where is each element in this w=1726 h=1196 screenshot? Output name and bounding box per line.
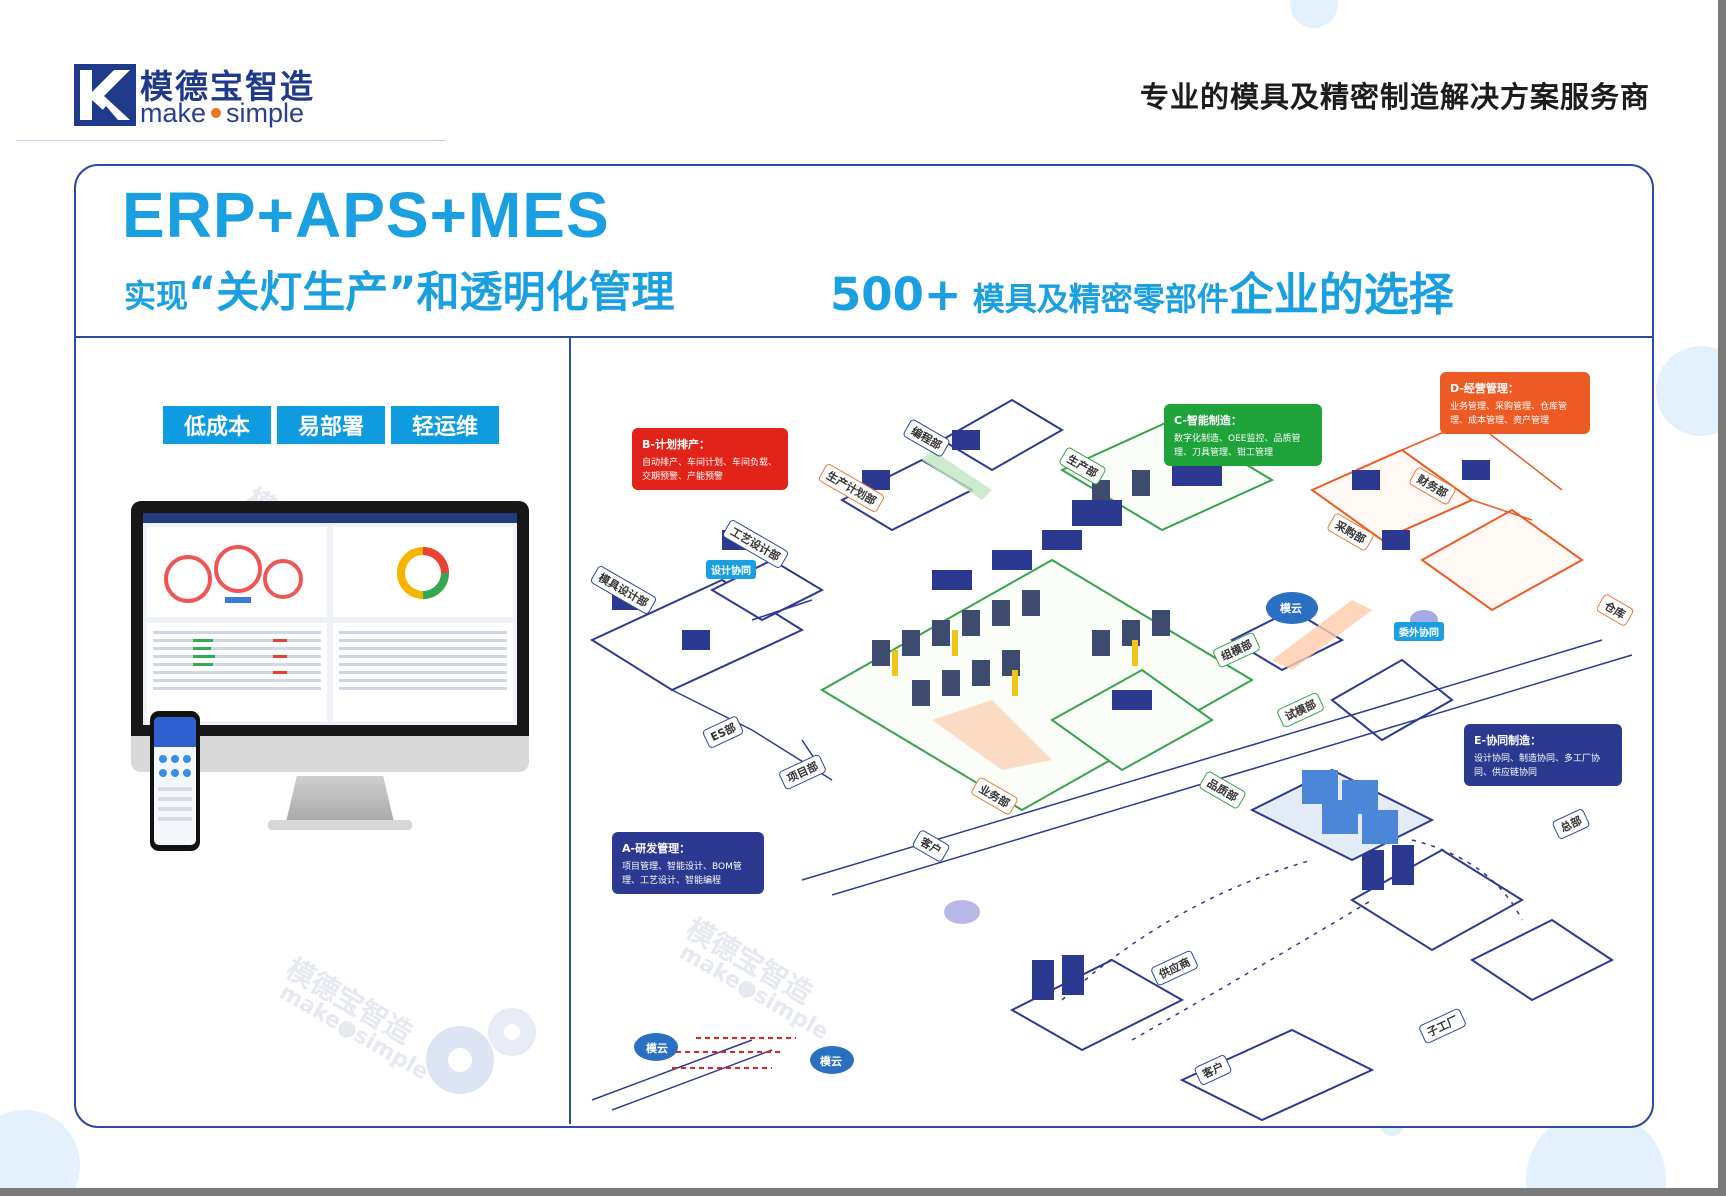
callout-plan-scheduling: B-计划排产： 自动排产、车间计划、车间负载、交期预警、产能预警 <box>632 428 788 490</box>
dashboard-graphics <box>147 527 513 721</box>
hero-subtitle: 实现“关灯生产”和透明化管理 <box>124 268 675 318</box>
phone-screen <box>154 717 196 845</box>
frame-divider-horizontal <box>74 336 1652 338</box>
monitor-base <box>268 820 412 830</box>
callout-collaborative-manufacturing: E-协同制造： 设计协同、制造协同、多工厂协同、供应链协同 <box>1464 724 1622 786</box>
dashboard-screen <box>143 513 517 725</box>
cloud-label: 模云 <box>1280 602 1302 615</box>
callout-business-management: D-经营管理： 业务管理、采购管理、仓库管理、成本管理、资产管理 <box>1440 372 1590 434</box>
frame-divider-vertical <box>569 338 571 1124</box>
cloud-label: 模云 <box>646 1042 668 1055</box>
hero-claim: 500+ 模具及精密零部件企业的选择 <box>830 268 1454 321</box>
logo-chinese-text: 模德宝智造 <box>140 67 315 106</box>
header-tagline: 专业的模具及精密制造解决方案服务商 <box>1139 80 1650 114</box>
desktop-monitor-mockup: ● <box>131 501 529 761</box>
feature-low-cost: 低成本 <box>163 406 271 444</box>
dashboard-topbar <box>143 513 517 523</box>
viewer-edge-bottom <box>0 1188 1726 1196</box>
viewer-edge-right <box>1718 0 1726 1196</box>
feature-light-ops: 轻运维 <box>391 406 499 444</box>
decor-circle <box>1290 0 1338 28</box>
decor-circle <box>0 1110 80 1188</box>
feature-pills: 低成本 易部署 轻运维 <box>163 406 499 444</box>
callout-smart-manufacturing: C-智能制造： 数字化制造、OEE监控、品质管理、刀具管理、钳工管理 <box>1164 404 1322 466</box>
cloud-label: 模云 <box>820 1055 842 1068</box>
tag-design-collab: 设计协同 <box>706 560 756 579</box>
monitor-stand <box>286 776 394 822</box>
feature-easy-deploy: 易部署 <box>277 406 385 444</box>
hero-title: ERP+APS+MES <box>122 179 610 251</box>
logo-k-icon <box>74 64 136 126</box>
callout-rd-management: A-研发管理： 项目管理、智能设计、BOM管理、工艺设计、智能编程 <box>612 832 764 894</box>
header-divider <box>16 140 446 141</box>
gear-icon <box>426 1008 536 1094</box>
tag-outsource-collab: 委外协同 <box>1394 622 1444 641</box>
phone-mockup <box>150 711 200 851</box>
decor-circle <box>1656 346 1718 436</box>
